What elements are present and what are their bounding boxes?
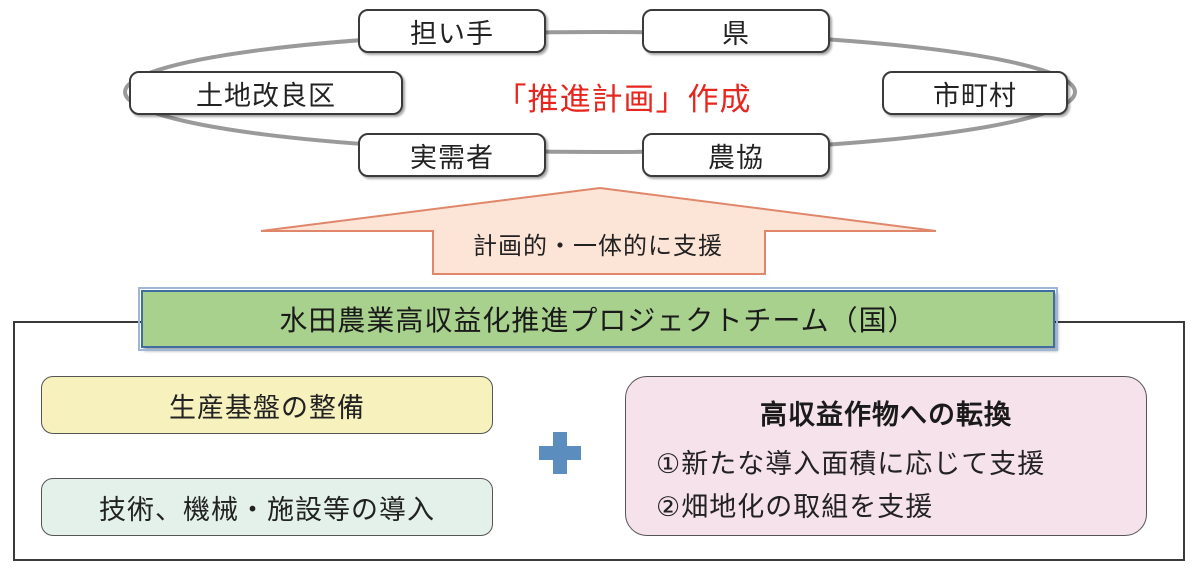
node-nokyo: 農協 bbox=[642, 133, 830, 177]
node-ken: 県 bbox=[642, 9, 830, 53]
crop-conversion-box: 高収益作物への転換 ①新たな導入面積に応じて支援 ②畑地化の取組を支援 bbox=[625, 376, 1147, 536]
node-tochikairyoku: 土地改良区 bbox=[129, 71, 403, 115]
node-jujusha: 実需者 bbox=[358, 133, 546, 177]
item-infrastructure: 生産基盤の整備 bbox=[41, 376, 493, 434]
plus-icon bbox=[539, 432, 581, 474]
item-technology: 技術、機械・施設等の導入 bbox=[41, 478, 493, 536]
crop-conversion-line: ②畑地化の取組を支援 bbox=[656, 492, 934, 523]
project-team-banner: 水田農業高収益化推進プロジェクトチーム（国） bbox=[138, 287, 1058, 351]
node-shichoson: 市町村 bbox=[882, 71, 1068, 115]
crop-conversion-line: ①新たな導入面積に応じて支援 bbox=[656, 449, 1046, 480]
center-title: 「推進計画」作成 bbox=[495, 81, 752, 118]
node-ninaite: 担い手 bbox=[358, 9, 546, 53]
arrow-label: 計画的・一体的に支援 bbox=[473, 231, 723, 260]
crop-conversion-title: 高収益作物への転換 bbox=[760, 400, 1012, 431]
